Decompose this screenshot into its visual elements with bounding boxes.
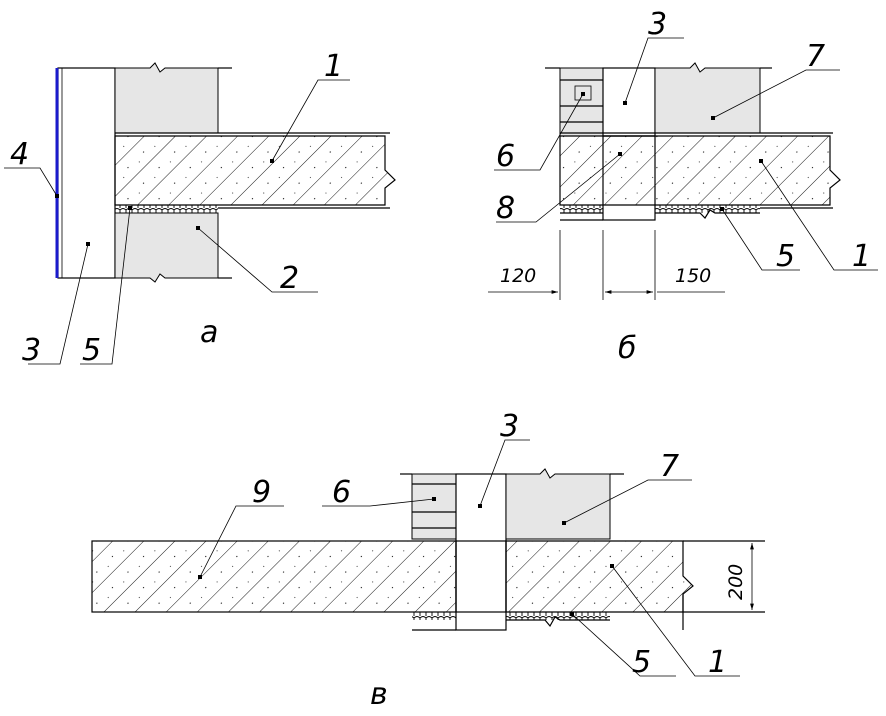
caption-a: а [200,315,218,350]
callout-1-a: 1 [324,49,343,84]
wall-block-v [505,468,611,540]
dimension-200: 200 [725,564,747,600]
cantilever-slab-9 [91,540,457,613]
insulation-b [602,67,656,137]
wall-block-b [654,62,761,134]
insulation-layer-a [57,67,116,279]
callout-3-b: 3 [648,7,667,42]
thermal-pad-b-right [655,205,760,213]
thermal-pad-v-left [412,612,456,620]
callout-6-b: 6 [496,139,515,174]
callout-7-b: 7 [806,39,825,74]
wall-block-lower-a [114,212,219,283]
figure-a: 1 2 3 5 4 а [4,49,396,368]
thermal-break-b [602,135,656,221]
callout-3-a: 3 [22,333,41,368]
floor-slab-a [114,135,396,206]
callout-1-v: 1 [708,645,727,680]
figure-v: 200 9 6 3 7 5 1 в [91,409,765,712]
floor-slab-b [559,135,841,206]
insulation-v [455,473,507,631]
callout-5-b: 5 [776,239,795,274]
floor-slab-v [505,540,694,613]
callout-3-v: 3 [500,409,519,444]
callout-6-v: 6 [332,475,351,510]
caption-b: б [618,331,637,366]
dimension-150: 150 [675,265,711,287]
masonry-b [559,67,604,137]
callout-1-b: 1 [852,239,871,274]
callout-2-a: 2 [280,261,299,296]
callout-7-v: 7 [660,449,679,484]
callout-5-v: 5 [632,645,651,680]
figure-b: 120 150 3 7 6 8 5 1 б [488,7,878,366]
callout-4-a: 4 [10,137,29,172]
callout-5-a: 5 [82,333,101,368]
caption-v: в [370,677,388,712]
callout-9-v: 9 [252,475,271,510]
thermal-pad-v-right [506,612,610,620]
thermal-pad-a [115,205,218,213]
thermal-pad-b-left [560,205,603,213]
wall-block-upper-a [114,62,219,134]
callout-8-b: 8 [496,191,515,226]
dimension-120: 120 [500,265,536,287]
